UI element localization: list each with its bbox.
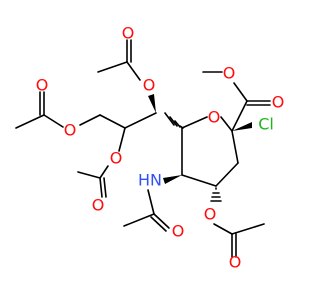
- atom-o-acetoxy-mid-carbonyl: O: [92, 196, 105, 215]
- bond-c3-c4: [215, 162, 239, 187]
- bond-cacyl-methyl-top: [97, 61, 128, 73]
- bond-cacyl-odbl-mid-b: [103, 177, 107, 198]
- atom-o-acetoxy-mid: O: [110, 149, 123, 168]
- bond-o-cacyl-ring: [213, 223, 233, 235]
- bond-c8-c9: [99, 114, 126, 129]
- bond-o-cacyl-mid: [99, 165, 109, 179]
- atom-o-ester-carbonyl: O: [272, 93, 285, 112]
- atom-o-acetoxy-ring-carbonyl: O: [229, 253, 242, 272]
- bond-cester-osingle: [233, 82, 248, 102]
- bond-layer: [15, 39, 271, 258]
- bond-camide-o-a: [153, 213, 170, 229]
- wedge-c7-o: [148, 94, 156, 113]
- wedge-c5-nh: [163, 175, 182, 184]
- atom-nh: HN: [138, 171, 162, 190]
- atom-chlorine: Cl: [258, 115, 274, 134]
- bond-camide-methyl: [123, 213, 155, 227]
- atom-label-layer: O O O Cl O O O O O O HN O O O: [36, 24, 285, 272]
- bond-camide-o-b: [150, 216, 167, 232]
- atom-o-amide-carbonyl: O: [172, 222, 185, 241]
- atom-o-acetoxy-top-carbonyl: O: [122, 24, 135, 43]
- bond-c7-c8: [124, 112, 157, 129]
- atom-o-ring: O: [208, 108, 221, 127]
- hash-c4-o: [210, 187, 222, 202]
- atom-o-acetoxy-top: O: [143, 76, 156, 95]
- bond-c2-cester: [231, 100, 248, 132]
- bond-c6-oring: [181, 116, 208, 129]
- bond-o-cacyl-left: [43, 114, 64, 128]
- molecule-structure-drawing: O O O Cl O O O O O O HN O O O: [15, 24, 285, 272]
- bond-c8-o: [118, 127, 126, 152]
- bond-o-cacyl-top: [126, 61, 141, 81]
- bond-c4-c5: [181, 174, 217, 187]
- bond-cacyl-odbl-mid-a: [99, 177, 103, 198]
- hash-c6-c7: [164, 112, 184, 129]
- wedge-c2-cl: [232, 122, 252, 131]
- bond-c2-c3: [231, 130, 239, 164]
- bond-oring-c2: [220, 116, 233, 132]
- atom-o-acetoxy-ring: O: [204, 205, 217, 224]
- atom-o-acetoxy-left: O: [64, 121, 77, 140]
- atom-o-acetoxy-left-carbonyl: O: [36, 76, 49, 95]
- bond-cacyl-methyl-mid: [77, 171, 101, 179]
- bond-c9-o: [79, 114, 101, 126]
- bond-cacyl-methyl-left: [15, 114, 45, 129]
- atom-o-ester-single: O: [223, 64, 236, 83]
- bond-cacyl-methyl-ring: [231, 223, 265, 235]
- bond-n-camide: [147, 189, 155, 215]
